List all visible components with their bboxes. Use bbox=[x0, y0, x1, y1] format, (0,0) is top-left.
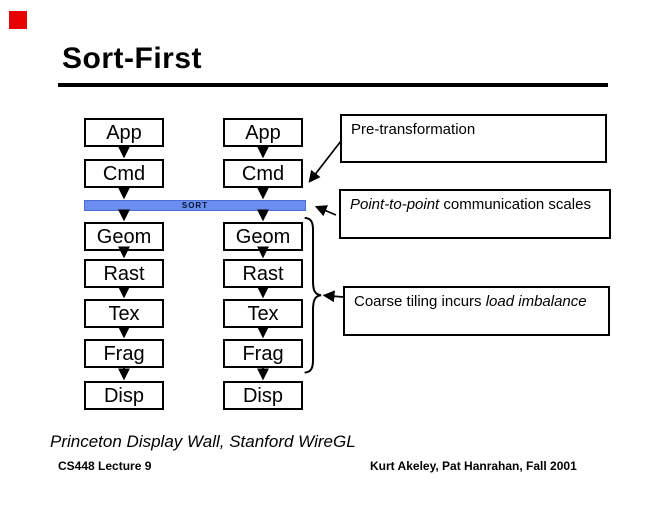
pipeline-stage-cmd-left: Cmd bbox=[84, 159, 164, 188]
pipeline-stage-rast-left: Rast bbox=[84, 259, 164, 288]
annotation-point-to-point-italic: Point-to-point bbox=[350, 196, 440, 213]
pipeline-stage-tex-right: Tex bbox=[223, 299, 303, 328]
footer-course-label: CS448 Lecture 9 bbox=[58, 459, 152, 473]
slide-title: Sort-First bbox=[62, 42, 202, 75]
annotation-coarse-tiling-lead: Coarse tiling incurs bbox=[354, 293, 486, 310]
pipeline-stage-app-left: App bbox=[84, 118, 164, 147]
tiling-group-brace bbox=[304, 217, 322, 374]
leader-pre-transformation bbox=[308, 140, 342, 183]
leader-point-to-point bbox=[314, 205, 337, 217]
sort-bar: SORT bbox=[84, 200, 306, 211]
pipeline-stage-geom-left: Geom bbox=[84, 222, 164, 251]
pipeline-stage-disp-left: Disp bbox=[84, 381, 164, 410]
pipeline-stage-cmd-right: Cmd bbox=[223, 159, 303, 188]
annotation-pre-transformation-text: Pre-transformation bbox=[351, 121, 476, 138]
slide-caption: Princeton Display Wall, Stanford WireGL bbox=[50, 432, 356, 451]
slide-corner-marker bbox=[9, 11, 27, 29]
pipeline-stage-frag-left: Frag bbox=[84, 339, 164, 368]
pipeline-stage-geom-right: Geom bbox=[223, 222, 303, 251]
annotation-pre-transformation: Pre-transformation bbox=[340, 114, 607, 163]
pipeline-stage-disp-right: Disp bbox=[223, 381, 303, 410]
annotation-coarse-tiling-italic: load imbalance bbox=[485, 293, 587, 310]
pipeline-stage-tex-left: Tex bbox=[84, 299, 164, 328]
footer-authors-label: Kurt Akeley, Pat Hanrahan, Fall 2001 bbox=[370, 459, 577, 473]
annotation-coarse-tiling: Coarse tiling incurs load imbalance bbox=[343, 286, 610, 336]
pipeline-stage-rast-right: Rast bbox=[223, 259, 303, 288]
annotation-point-to-point-rest: communication scales bbox=[439, 196, 591, 213]
leader-coarse-tiling bbox=[322, 290, 344, 303]
title-underline bbox=[58, 83, 608, 87]
annotation-point-to-point: Point-to-point communication scales bbox=[339, 189, 611, 239]
pipeline-stage-frag-right: Frag bbox=[223, 339, 303, 368]
pipeline-stage-app-right: App bbox=[223, 118, 303, 147]
sort-bar-label: SORT bbox=[181, 201, 209, 210]
